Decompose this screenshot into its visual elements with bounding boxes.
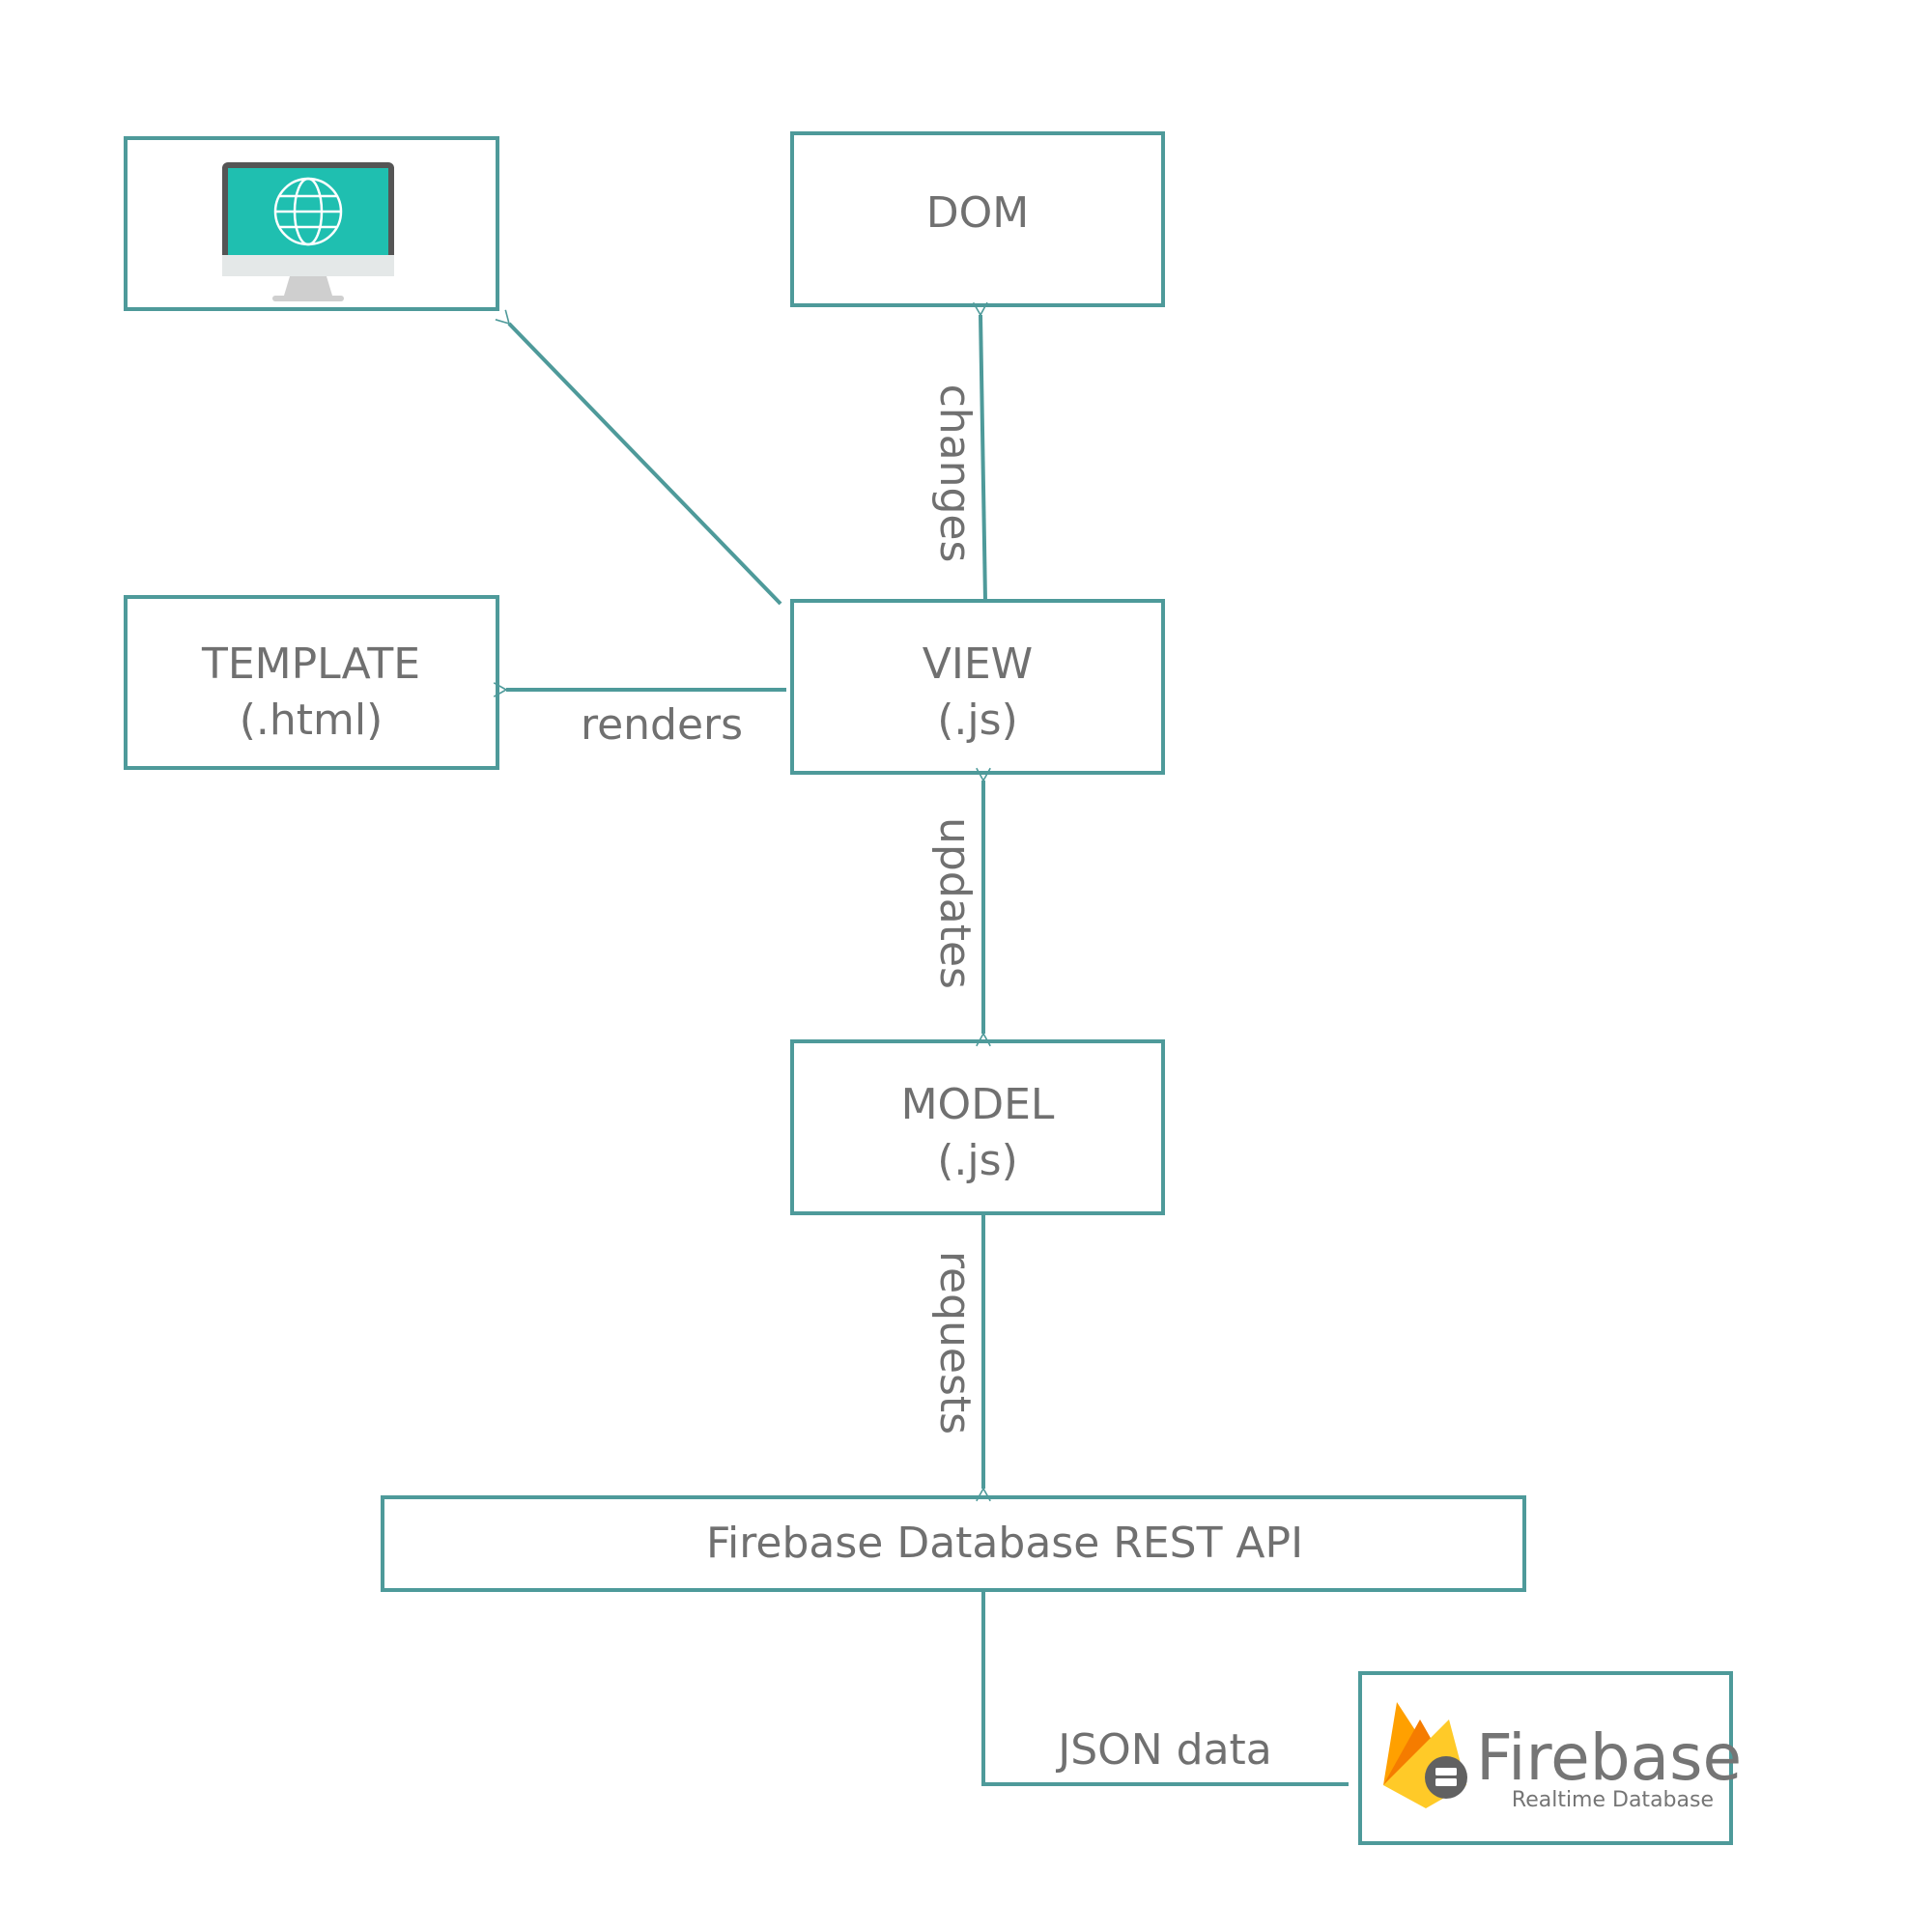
renders-edge-label: renders — [581, 700, 743, 750]
dom-node: DOM — [790, 131, 1165, 307]
dom-label: DOM — [926, 188, 1029, 238]
edge-api-to-firebase: JSON data — [981, 1590, 1349, 1786]
firebase-flame-icon — [1383, 1702, 1467, 1808]
view-label: VIEW — [923, 639, 1033, 689]
edge-view-to-template: renders — [506, 690, 786, 750]
edge-model-to-api: requests — [930, 1213, 983, 1489]
model-label: MODEL — [901, 1080, 1055, 1129]
firebase-logo-text: Firebase — [1476, 1720, 1742, 1795]
firebase-node: Firebase Realtime Database — [1358, 1671, 1742, 1845]
template-label: TEMPLATE — [201, 639, 420, 689]
firebase-logo-subtext: Realtime Database — [1512, 1788, 1714, 1812]
changes-edge-label: changes — [930, 384, 980, 563]
edge-view-to-browser — [509, 324, 782, 606]
desktop-globe-icon — [222, 162, 394, 301]
template-sublabel: (.html) — [240, 696, 384, 745]
view-sublabel: (.js) — [937, 696, 1017, 745]
browser-node — [124, 136, 499, 311]
edge-view-to-dom: changes — [930, 315, 985, 602]
model-node: MODEL (.js) — [790, 1039, 1165, 1215]
model-sublabel: (.js) — [937, 1136, 1017, 1185]
rest-api-label: Firebase Database REST API — [706, 1519, 1303, 1568]
template-node: TEMPLATE (.html) — [124, 595, 499, 770]
edge-view-model: updates — [930, 781, 983, 1034]
json-data-edge-label: JSON data — [1055, 1725, 1272, 1775]
view-node: VIEW (.js) — [790, 599, 1165, 775]
requests-edge-label: requests — [930, 1251, 980, 1435]
rest-api-node: Firebase Database REST API — [381, 1495, 1526, 1592]
updates-edge-label: updates — [930, 817, 980, 989]
